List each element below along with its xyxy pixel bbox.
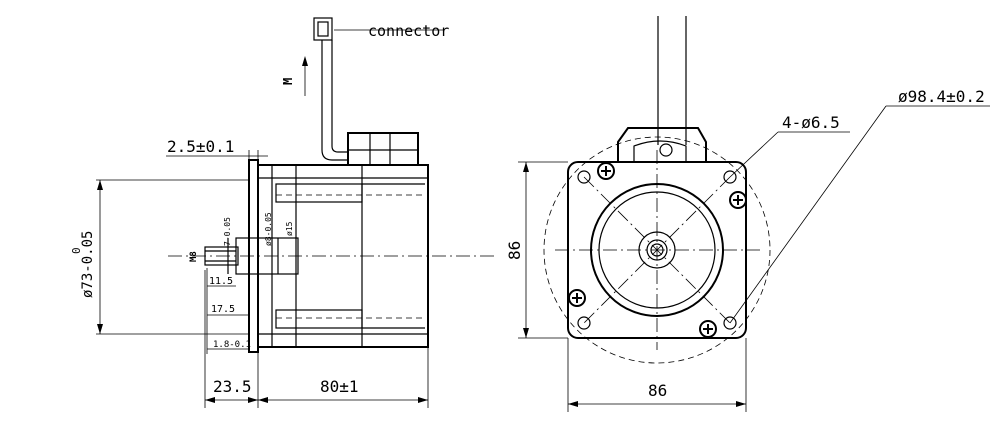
thread-label: M8 [189, 251, 199, 262]
pilot-diameter-label: ø73-0.05 [80, 231, 96, 298]
bolt-circle [543, 136, 771, 364]
mount-hole-br [723, 316, 737, 330]
key-width-label: 7-0.05 [223, 217, 232, 246]
boss-diameter-label: ø15 [285, 221, 294, 236]
screw-icon [568, 289, 586, 307]
flange-thickness-label: 2.5±0.1 [167, 137, 234, 156]
connector-housing [347, 132, 419, 166]
front-view: 4-ø6.5 ø98.4±0.2 86 86 [505, 16, 990, 412]
dim-1-8-label: 1.8-0.1 [213, 340, 251, 350]
shaft-length-label: 23.5 [213, 377, 252, 396]
mount-hole-bl [577, 316, 591, 330]
height-label: 86 [505, 241, 524, 260]
cable [321, 40, 348, 161]
body-length-label: 80±1 [320, 377, 359, 396]
connector-label: connector [368, 22, 449, 40]
pilot-diameter-tolerance: 0 [70, 247, 83, 254]
bolt-circle-label: ø98.4±0.2 [898, 87, 985, 106]
front-connector [617, 127, 707, 162]
mount-hole-tl [577, 170, 591, 184]
mount-holes-label: 4-ø6.5 [782, 113, 840, 132]
dim-17-5-label: 17.5 [211, 304, 235, 315]
width-label: 86 [648, 381, 667, 400]
dim-11-5-label: 11.5 [209, 276, 233, 287]
screw-icon [597, 162, 615, 180]
mount-hole-tr [723, 170, 737, 184]
shaft-diameter-label: ø8-0.05 [264, 212, 273, 246]
connector-plug [313, 17, 333, 41]
m-label: M [281, 78, 295, 85]
screw-icon [699, 320, 717, 338]
screw-icon [729, 191, 747, 209]
side-view: connector M 2.5±0.1 ø73-0.05 0 7-0.05 ø8… [70, 17, 495, 408]
